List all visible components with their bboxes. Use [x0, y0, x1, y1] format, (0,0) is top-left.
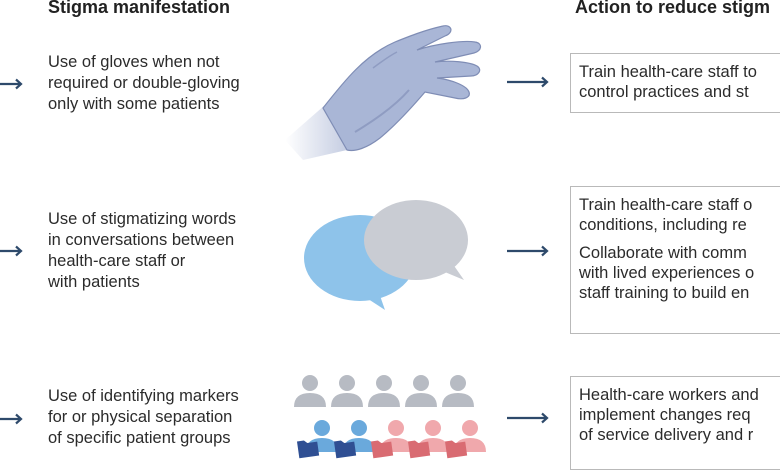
speech-bubbles-icon — [304, 200, 468, 310]
middle-arrow-1 — [507, 76, 549, 88]
person-grey-icon — [405, 375, 437, 407]
action-box-3: Health-care workers and implement change… — [570, 376, 780, 470]
left-arrows — [0, 78, 23, 425]
left-arrow-2 — [0, 245, 23, 257]
speech-bubble-grey — [364, 200, 468, 280]
action-box-1: Train health-care staff to control pract… — [570, 53, 780, 113]
folder-blue-icon — [296, 440, 320, 459]
action-box-2: Train health-care staff o conditions, in… — [570, 186, 780, 334]
person-grey-icon — [442, 375, 474, 407]
person-grey-icon — [331, 375, 363, 407]
folder-blue-icon — [333, 440, 357, 459]
glove-icon — [285, 25, 482, 160]
manifestation-2: Use of stigmatizing words in conversatio… — [48, 210, 236, 291]
grey-people-row — [294, 375, 474, 407]
coloured-people-row — [296, 420, 486, 459]
action-1-text: Train health-care staff to control pract… — [579, 63, 757, 101]
stigma-manifestation-header: Stigma manifestation — [48, 0, 231, 17]
middle-arrow-2 — [507, 245, 549, 257]
action-header: Action to reduce stigm — [575, 0, 771, 17]
manifestation-1: Use of gloves when not required or doubl… — [48, 53, 240, 113]
folder-red-icon — [407, 440, 431, 459]
folder-red-icon — [444, 440, 468, 459]
person-grey-icon — [294, 375, 326, 407]
action-2a-text: Train health-care staff o conditions, in… — [579, 196, 753, 234]
action-2b-text: Collaborate with comm with lived experie… — [579, 244, 755, 302]
person-grey-icon — [368, 375, 400, 407]
manifestation-3: Use of identifying markers for or physic… — [48, 387, 239, 447]
action-3-text: Health-care workers and implement change… — [579, 386, 759, 444]
middle-arrows — [507, 76, 549, 424]
left-arrow-1 — [0, 78, 23, 90]
left-arrow-3 — [0, 413, 23, 425]
middle-arrow-3 — [507, 412, 549, 424]
patient-groups-icon — [294, 375, 486, 459]
folder-red-icon — [370, 440, 394, 459]
